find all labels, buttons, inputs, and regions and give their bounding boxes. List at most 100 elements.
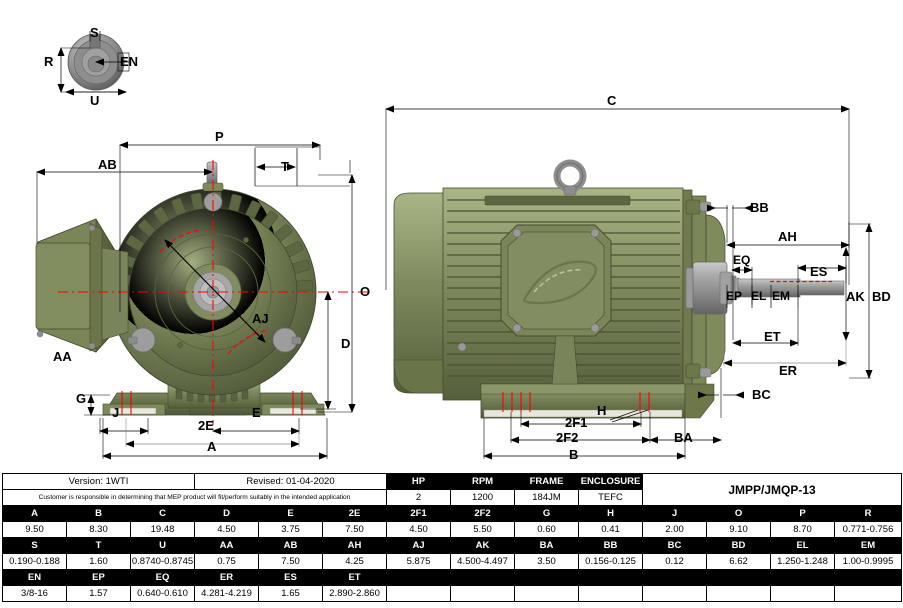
dim-label-J: J xyxy=(112,405,120,420)
dim-label-AH: AH xyxy=(778,229,797,244)
value-frame: 184JM xyxy=(514,489,580,506)
header-EP: EP xyxy=(66,569,131,586)
dim-label-BB: BB xyxy=(750,200,769,215)
side-view-motor xyxy=(385,105,873,460)
header-BA: BA xyxy=(514,537,580,554)
value-AB: 7.50 xyxy=(258,553,324,570)
value-ER: 4.281-4.219 xyxy=(194,585,260,602)
value-E: 3.75 xyxy=(258,521,324,538)
header-EM: EM xyxy=(834,537,903,554)
dim-label-BA: BA xyxy=(674,430,693,445)
dim-label-ES: ES xyxy=(810,264,828,279)
table-row-version: Version: 1WTI Revised: 01-04-2020 HP RPM… xyxy=(1,473,903,506)
value-R: 0.771-0.756 xyxy=(834,521,903,538)
dim-label-2F2: 2F2 xyxy=(556,430,579,445)
drawing-svg xyxy=(35,31,873,460)
header-O: O xyxy=(706,505,772,522)
dim-label-A: A xyxy=(207,439,217,454)
value-U: 0.8740-0.8745 xyxy=(129,553,196,570)
dim-label-ET: ET xyxy=(764,329,781,344)
dim-label-H: H xyxy=(597,403,607,418)
header-H: H xyxy=(578,505,644,522)
dim-label-BD: BD xyxy=(872,289,891,304)
header-blank-trailing xyxy=(386,569,903,586)
value-ES: 1.65 xyxy=(258,585,324,602)
value-hp: 2 xyxy=(386,489,452,506)
dim-label-2E: 2E xyxy=(198,418,214,433)
value-empty-5 xyxy=(642,585,708,602)
dim-label-E: E xyxy=(252,405,261,420)
header-EQ: EQ xyxy=(129,569,196,586)
value-BA: 3.50 xyxy=(514,553,580,570)
header-AJ: AJ xyxy=(386,537,452,554)
header-E: E xyxy=(258,505,324,522)
header-C: C xyxy=(129,505,196,522)
dim-label-G: G xyxy=(76,391,87,406)
header-EL: EL xyxy=(770,537,836,554)
table-row-values-1: 9.50 8.30 19.48 4.50 3.75 7.50 4.50 5.50… xyxy=(2,521,903,538)
value-empty-7 xyxy=(770,585,836,602)
value-EL: 1.250-1.248 xyxy=(770,553,836,570)
dim-label-U: U xyxy=(90,93,100,108)
header-enclosure: ENCLOSURE xyxy=(578,473,644,490)
dim-label-R: R xyxy=(44,54,54,69)
dim-label-B: B xyxy=(569,447,579,462)
value-AJ: 5.875 xyxy=(386,553,452,570)
dim-label-S: S xyxy=(90,25,99,40)
technical-drawing-area: S R EN U P AB T O D AJ AA G J E 2E A C B… xyxy=(35,25,891,462)
value-empty-4 xyxy=(578,585,644,602)
header-G: G xyxy=(514,505,580,522)
value-H: 0.41 xyxy=(578,521,644,538)
dim-label-O: O xyxy=(360,284,371,299)
header-BD: BD xyxy=(706,537,772,554)
header-S: S xyxy=(2,537,67,554)
dim-label-EN-detail: EN xyxy=(120,54,139,69)
value-BB: 0.156-0.125 xyxy=(578,553,644,570)
value-S: 0.190-0.188 xyxy=(2,553,67,570)
dim-label-T: T xyxy=(281,159,289,174)
version-cell: Version: 1WTI xyxy=(1,473,196,490)
header-AA: AA xyxy=(194,537,260,554)
shaft-end-detail-view xyxy=(57,31,130,96)
header-T: T xyxy=(66,537,131,554)
dim-label-AK: AK xyxy=(846,289,865,304)
header-2F1: 2F1 xyxy=(386,505,452,522)
front-view-motor xyxy=(35,141,370,460)
value-2E: 7.50 xyxy=(322,521,388,538)
header-ES: ES xyxy=(258,569,324,586)
value-empty-3 xyxy=(514,585,580,602)
table-row-header-3: EN EP EQ ER ES ET xyxy=(2,569,903,586)
revised-cell: Revised: 01-04-2020 xyxy=(194,473,388,490)
value-O: 9.10 xyxy=(706,521,772,538)
dim-label-BC: BC xyxy=(752,387,771,402)
header-BC: BC xyxy=(642,537,708,554)
header-AH: AH xyxy=(322,537,388,554)
value-empty-1 xyxy=(386,585,452,602)
specification-table: Version: 1WTI Revised: 01-04-2020 HP RPM… xyxy=(1,473,903,602)
header-P: P xyxy=(770,505,836,522)
value-BD: 6.62 xyxy=(706,553,772,570)
value-empty-6 xyxy=(706,585,772,602)
value-EQ: 0.640-0.610 xyxy=(129,585,196,602)
value-empty-8 xyxy=(834,585,903,602)
value-AH: 4.25 xyxy=(322,553,388,570)
table-row-values-3: 3/8-16 1.57 0.640-0.610 4.281-4.219 1.65… xyxy=(2,585,903,602)
header-AB: AB xyxy=(258,537,324,554)
header-2F2: 2F2 xyxy=(450,505,516,522)
header-ET: ET xyxy=(322,569,388,586)
value-J: 2.00 xyxy=(642,521,708,538)
header-ER: ER xyxy=(194,569,260,586)
value-2F1: 4.50 xyxy=(386,521,452,538)
header-frame: FRAME xyxy=(514,473,580,490)
value-2F2: 5.50 xyxy=(450,521,516,538)
header-hp: HP xyxy=(386,473,452,490)
disclaimer-cell: Customer is responsible in determining t… xyxy=(1,489,388,506)
dim-label-2F1: 2F1 xyxy=(565,415,588,430)
table-row-header-1: A B C D E 2E 2F1 2F2 G H J O P R xyxy=(2,505,903,522)
dim-label-ER: ER xyxy=(779,363,798,378)
table-row-disclaimer: Customer is responsible in determining t… xyxy=(1,489,902,506)
header-J: J xyxy=(642,505,708,522)
header-B: B xyxy=(66,505,131,522)
value-AK: 4.500-4.497 xyxy=(450,553,516,570)
header-BB: BB xyxy=(578,537,644,554)
